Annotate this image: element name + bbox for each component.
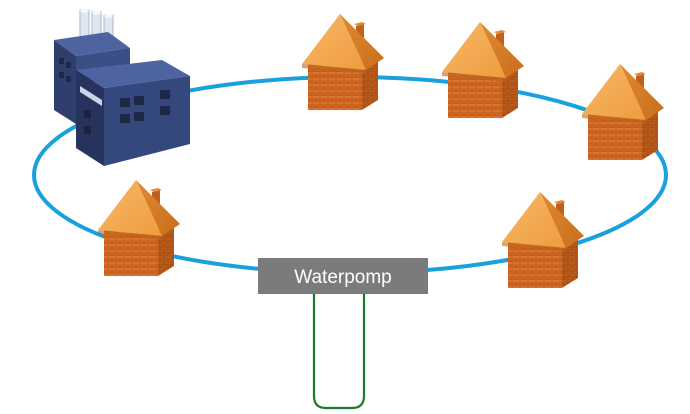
house-icon [502,192,584,288]
pump-label: Waterpomp [294,267,392,288]
house-icon [582,64,664,160]
house-icon [442,22,524,118]
house-icon [302,14,384,110]
water-pump: Waterpomp [258,258,428,294]
pump-box [258,258,428,294]
suction-loop-pipe [312,290,366,410]
house-icon [98,180,180,276]
factory-icon [54,9,190,166]
